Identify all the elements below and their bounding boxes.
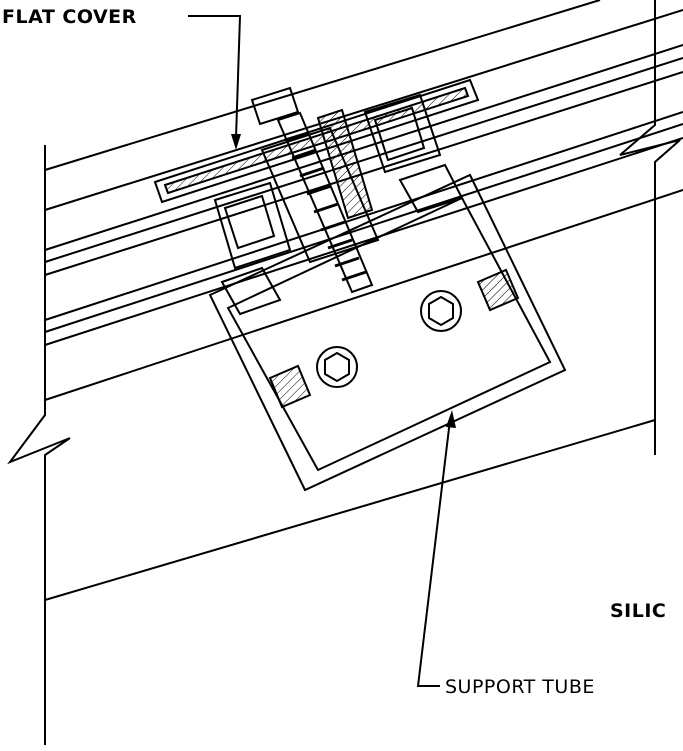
screw-head bbox=[250, 86, 300, 126]
frame-line bbox=[44, 111, 683, 321]
left-channel bbox=[213, 181, 292, 270]
right-break-line bbox=[619, 0, 681, 455]
flat-cover-label: FLAT COVER bbox=[2, 6, 137, 28]
support-tube-inner bbox=[226, 196, 552, 472]
right-bottom-gasket bbox=[398, 163, 464, 214]
frame-line bbox=[44, 137, 683, 346]
screw-shank bbox=[276, 111, 374, 294]
screw-thread bbox=[284, 131, 367, 282]
frame-line bbox=[44, 57, 683, 263]
frame-line bbox=[44, 71, 683, 276]
right-channel bbox=[363, 93, 442, 174]
right-gasket bbox=[373, 106, 426, 162]
left-break-line bbox=[7, 145, 71, 745]
support-tube-arrow bbox=[446, 410, 456, 428]
flat-cover-arrow bbox=[231, 134, 241, 150]
frame-line bbox=[44, 44, 683, 251]
left-bottom-gasket bbox=[220, 266, 282, 316]
flat-cover-leader bbox=[188, 15, 242, 139]
frame-line bbox=[44, 9, 683, 211]
set-screw-right bbox=[476, 268, 520, 312]
support-tube-outer bbox=[208, 173, 567, 492]
hex-bolt-socket bbox=[324, 351, 350, 383]
hex-bolt bbox=[316, 346, 358, 388]
silicone-label-truncated: SILIC bbox=[610, 600, 667, 622]
frame-line bbox=[44, 123, 683, 333]
hex-bolt-socket bbox=[428, 295, 454, 327]
hex-bolt bbox=[420, 290, 462, 332]
support-tube-leader bbox=[416, 419, 451, 687]
frame-line bbox=[44, 189, 683, 401]
left-gasket bbox=[223, 194, 276, 250]
frame-line bbox=[44, 419, 656, 601]
set-screw-left bbox=[268, 364, 312, 409]
mullion-body bbox=[260, 126, 380, 264]
frame-line bbox=[44, 0, 601, 171]
spacer-block bbox=[316, 108, 374, 220]
support-tube-label: SUPPORT TUBE bbox=[445, 676, 595, 698]
